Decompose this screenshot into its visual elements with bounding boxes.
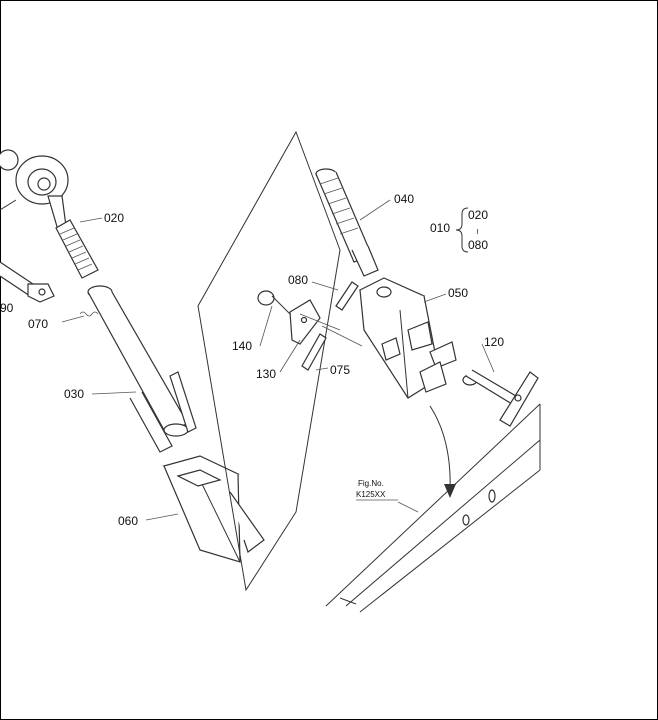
arrow-head-icon [444, 484, 456, 498]
label-140: 140 [232, 339, 252, 353]
group-010-bracket: 010 020 ≀ 080 [430, 207, 488, 253]
part-075-pin [301, 333, 327, 371]
label-030: 030 [64, 387, 84, 401]
part-030-tube [87, 285, 197, 453]
fig-ref-line2: K125XX [356, 490, 386, 499]
fig-ref-line1: Fig.No. [358, 479, 384, 488]
label-040: 040 [394, 192, 414, 206]
leader-lines [61, 199, 495, 521]
label-070: 070 [28, 317, 48, 331]
part-130-plate [289, 299, 321, 345]
arrow-icon [429, 405, 451, 493]
part-060-sleeve [162, 455, 265, 563]
part-090-fragment [0, 261, 55, 303]
label-group-080: 080 [468, 238, 488, 252]
part-050-block [358, 277, 457, 399]
part-140-clip [257, 290, 291, 315]
label-090: 90 [0, 301, 14, 315]
fig-reference: Fig.No. K125XX [356, 479, 398, 501]
label-120: 120 [484, 335, 504, 349]
part-120-pin [462, 369, 539, 427]
part-020-threaded-rod [47, 195, 99, 279]
label-group-range: ≀ [476, 227, 479, 236]
label-080: 080 [288, 273, 308, 287]
part-ball-joint [0, 149, 69, 211]
label-130: 130 [256, 367, 276, 381]
label-020: 020 [104, 211, 124, 225]
label-075: 075 [330, 363, 350, 377]
label-group-020: 020 [468, 208, 488, 222]
label-050: 050 [448, 286, 468, 300]
mount-frame [325, 403, 541, 613]
label-010: 010 [430, 221, 450, 235]
detail-outline [197, 130, 341, 592]
label-060: 060 [118, 514, 138, 528]
part-070-spring [79, 311, 99, 317]
part-080-pin [335, 281, 359, 311]
part-040-rod [315, 168, 379, 277]
